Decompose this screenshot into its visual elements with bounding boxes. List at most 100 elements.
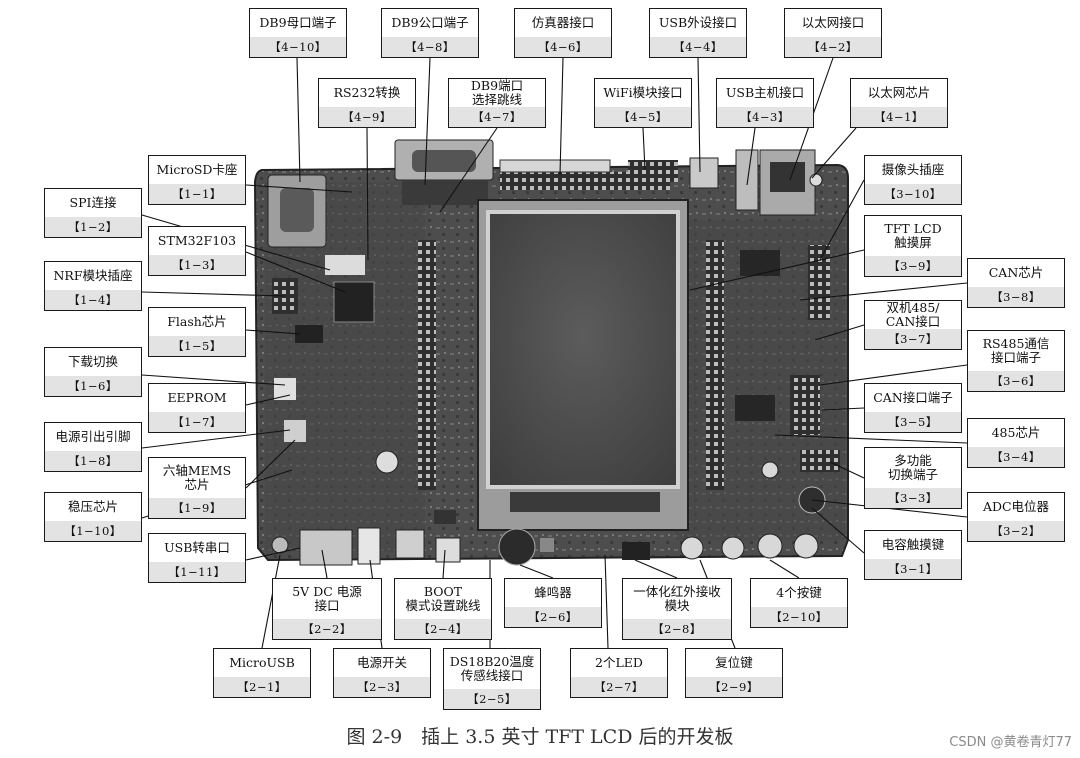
label-code: 【1−4】 (45, 290, 141, 310)
label-name: 4个按键 (776, 585, 822, 600)
label-name: RS485通信 接口端子 (982, 336, 1050, 365)
label-name: WiFi模块接口 (603, 85, 683, 100)
label-regulator: 稳压芯片【1−10】 (44, 492, 142, 542)
label-db9-female: DB9母口端子【4−10】 (249, 8, 347, 58)
label-name: 稳压芯片 (67, 499, 118, 514)
label-leds: 2个LED【2−7】 (570, 648, 668, 698)
leader-power-pins (141, 429, 291, 449)
label-can-term: CAN接口端子【3−5】 (864, 383, 962, 433)
leader-rs232 (366, 127, 369, 261)
leader-can-term (821, 407, 865, 411)
watermark: CSDN @黄卷青灯77 (949, 735, 1072, 750)
leader-flash (245, 329, 301, 335)
label-name: 多功能 切换端子 (887, 453, 938, 482)
bottom-components-drawing (271, 461, 826, 566)
leader-keys (769, 559, 800, 579)
label-name: 5V DC 电源 接口 (292, 584, 362, 613)
label-name: 电容触摸键 (881, 537, 945, 552)
leader-emulator (559, 57, 564, 176)
label-name: CAN接口端子 (873, 390, 953, 405)
leader-dc-jack (321, 549, 328, 579)
label-name: 摄像头插座 (881, 162, 945, 177)
label-code: 【2−1】 (214, 677, 310, 697)
label-code: 【4−6】 (515, 37, 611, 57)
label-name: 复位键 (715, 655, 753, 670)
label-code: 【2−7】 (571, 677, 667, 697)
label-code: 【3−5】 (865, 412, 961, 432)
label-code: 【4−7】 (449, 107, 545, 127)
label-name: TFT LCD 触摸屏 (884, 221, 942, 250)
leader-usb-serial (245, 547, 301, 561)
label-name: USB外设接口 (658, 15, 738, 30)
label-code: 【4−4】 (650, 37, 746, 57)
pin-headers-drawing (272, 159, 840, 490)
label-code: 【2−3】 (334, 677, 430, 697)
leader-stm32 (245, 251, 346, 293)
leader-usb-host (746, 127, 756, 186)
label-buzzer: 蜂鸣器【2−6】 (504, 578, 602, 628)
label-name: 六轴MEMS 芯片 (162, 463, 232, 492)
label-name: EEPROM (167, 390, 227, 405)
figure-caption: 图 2-9 插上 3.5 英寸 TFT LCD 后的开发板 (346, 726, 734, 748)
label-name: DB9公口端子 (391, 15, 469, 30)
label-name: 下载切换 (67, 354, 118, 369)
label-name: NRF模块插座 (53, 268, 133, 283)
leader-download (141, 374, 286, 386)
label-name: DB9母口端子 (259, 15, 337, 30)
label-code: 【1−5】 (149, 336, 245, 356)
label-code: 【1−10】 (45, 521, 141, 541)
label-ethernet-port: 以太网接口【4−2】 (784, 8, 882, 58)
label-code: 【4−3】 (717, 107, 813, 127)
label-reset: 复位键【2−9】 (685, 648, 783, 698)
leader-can-chip (799, 282, 968, 301)
tft-lcd-module (477, 199, 689, 531)
label-name: 以太网接口 (801, 15, 865, 30)
label-code: 【3−9】 (865, 256, 961, 276)
label-dual-485-can: 双机485/ CAN接口【3−7】 (864, 300, 962, 350)
label-name: CAN芯片 (988, 265, 1044, 280)
label-rs232: RS232转换【4−9】 (318, 78, 416, 128)
leader-microsd (245, 184, 353, 193)
leader-rs485-term (819, 364, 968, 386)
label-code: 【1−9】 (149, 498, 245, 518)
label-ir: 一体化红外接收 模块【2−8】 (622, 578, 732, 640)
label-name: 485芯片 (991, 425, 1041, 440)
label-stm32: STM32F103【1−3】 (148, 226, 246, 276)
label-code: 【2−6】 (505, 607, 601, 627)
label-code: 【1−7】 (149, 412, 245, 432)
label-code: 【3−7】 (865, 329, 961, 349)
label-code: 【2−4】 (395, 619, 491, 639)
label-name: RS232转换 (333, 85, 401, 100)
label-code: 【2−2】 (273, 619, 381, 639)
leader-boot (442, 549, 446, 579)
chips-drawing (274, 250, 780, 474)
label-name: 蜂鸣器 (534, 585, 572, 600)
label-db9-jumper: DB9端口 选择跳线【4−7】 (448, 78, 546, 128)
label-tft-touch: TFT LCD 触摸屏【3−9】 (864, 215, 962, 277)
label-name: 一体化红外接收 模块 (633, 584, 721, 613)
label-spi: SPI连接【1−2】 (44, 188, 142, 238)
label-code: 【4−5】 (595, 107, 691, 127)
label-code: 【4−9】 (319, 107, 415, 127)
label-code: 【3−2】 (968, 521, 1064, 541)
label-name: 电源开关 (356, 655, 407, 670)
label-usb-serial: USB转串口【1−11】 (148, 533, 246, 583)
leader-lines (141, 57, 968, 649)
leader-db9-female (296, 57, 301, 183)
label-name: 双机485/ CAN接口 (885, 300, 941, 329)
label-usb-device: USB外设接口【4−4】 (649, 8, 747, 58)
label-code: 【1−1】 (149, 184, 245, 204)
leader-ethernet-chip (811, 127, 857, 179)
label-code: 【1−3】 (149, 255, 245, 275)
leader-wifi (642, 127, 646, 171)
label-name: 电源引出引脚 (55, 429, 131, 444)
label-name: USB主机接口 (725, 85, 805, 100)
label-code: 【4−2】 (785, 37, 881, 57)
label-code: 【1−2】 (45, 217, 141, 237)
label-name: BOOT 模式设置跳线 (405, 584, 481, 613)
label-name: MicroUSB (229, 655, 295, 670)
label-code: 【2−10】 (751, 607, 847, 627)
label-ds18b20: DS18B20温度 传感线接口【2−5】 (443, 648, 541, 710)
leader-db9-jumper (439, 127, 498, 213)
